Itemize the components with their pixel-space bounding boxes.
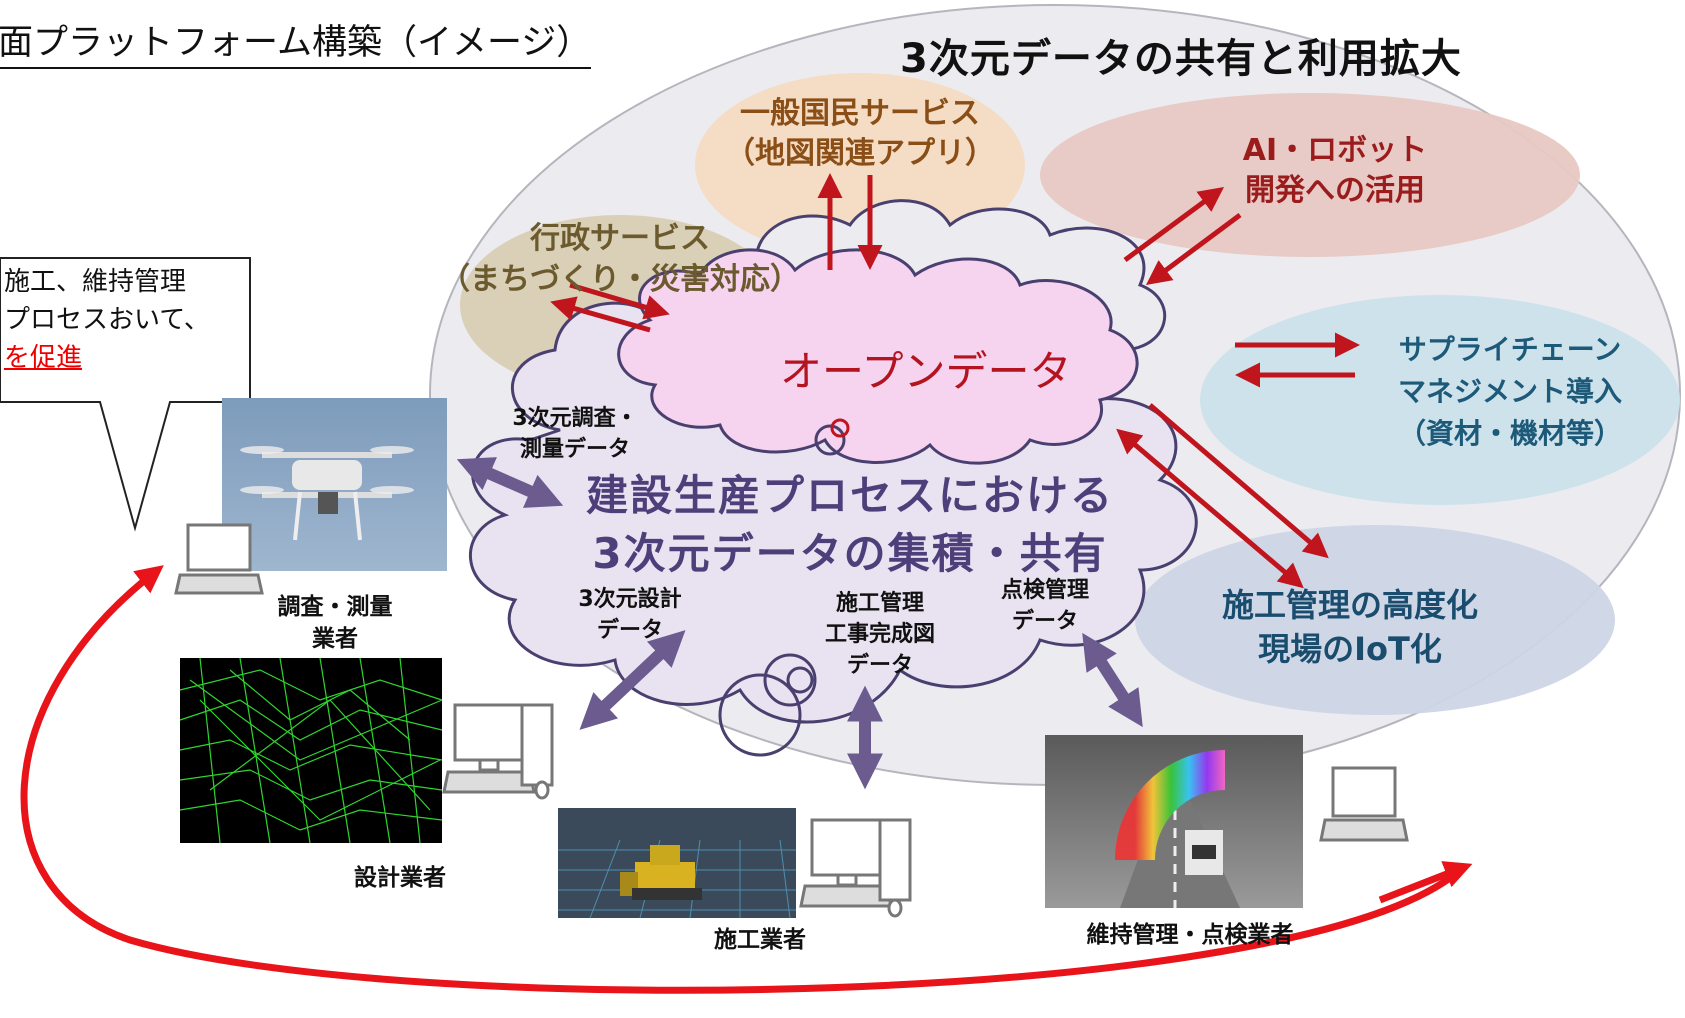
construction-data-label-1: 施工管理 (835, 591, 924, 616)
callout-line-3: を促進 (4, 343, 83, 373)
public-service-bubble (695, 73, 1025, 257)
deco-circle (718, 673, 802, 757)
callout-line-1: 施工、維持管理 (4, 267, 187, 297)
desktop-icon (799, 818, 912, 918)
construction-data-label-2: 工事完成図 (824, 622, 935, 647)
deco-circle (786, 666, 814, 694)
ai-bubble (1040, 93, 1580, 257)
cycle-arrow-head-right (1378, 861, 1473, 904)
drone-photo (222, 398, 447, 571)
admin-service-subtitle: （まちづくり・災害対応） (440, 262, 800, 297)
construction-mgmt-subtitle: 現場のIoT化 (1258, 630, 1442, 668)
ai-subtitle: 開発への活用 (1245, 173, 1425, 208)
desktop-icon (442, 703, 554, 800)
actor-design: 設計業者 (354, 865, 446, 891)
tunnel-inspection-photo (1045, 735, 1303, 908)
admin-service-title: 行政サービス (530, 221, 710, 256)
design-wireframe-image (179, 657, 443, 844)
actor-survey-2: 業者 (312, 626, 358, 652)
design-data-label-2: データ (596, 618, 663, 643)
laptop-icon (1319, 766, 1409, 842)
ai-title: AI・ロボット (1242, 133, 1428, 168)
open-data-label: オープンデータ (780, 347, 1072, 396)
page-title: 面プラットフォーム構築（イメージ） (0, 14, 592, 69)
deco-circle (763, 653, 817, 707)
process-arrows (456, 457, 1143, 790)
survey-data-label-1: 3次元調査・ (512, 406, 638, 431)
public-service-title: 一般国民サービス (740, 96, 980, 131)
deco-circle (814, 424, 846, 456)
actor-survey-1: 調査・測量 (277, 594, 393, 620)
survey-data-label-2: 測量データ (519, 437, 630, 462)
callout-box (0, 257, 251, 532)
open-data-arrows (550, 173, 1360, 589)
process-subtitle: 3次元データの集積・共有 (592, 529, 1108, 578)
design-data-label-1: 3次元設計 (578, 587, 682, 612)
process-title: 建設生産プロセスにおける (585, 471, 1114, 520)
inspection-data-label-2: データ (1011, 609, 1078, 634)
supply-note: （資材・機材等） (1397, 417, 1622, 450)
main-heading: 3次元データの共有と利用拡大 (900, 36, 1462, 82)
supply-title: サプライチェーン (1398, 333, 1622, 366)
cycle-arrow (20, 565, 1463, 994)
public-service-subtitle: （地図関連アプリ） (725, 136, 995, 171)
construction-bubble (1135, 525, 1615, 715)
inspection-data-label-1: 点検管理 (1000, 578, 1089, 603)
deco-circle (830, 418, 850, 438)
callout-line-2: プロセスおいて、 (4, 305, 210, 335)
bulldozer-photo (558, 808, 796, 919)
actor-maintenance: 維持管理・点検業者 (1086, 922, 1294, 948)
supply-subtitle: マネジメント導入 (1397, 375, 1622, 408)
laptop-icon (174, 523, 264, 595)
construction-data-label-3: データ (846, 653, 913, 678)
actor-construction: 施工業者 (714, 927, 806, 953)
open-data-cloud (617, 248, 1139, 465)
construction-mgmt-title: 施工管理の高度化 (1221, 586, 1478, 624)
